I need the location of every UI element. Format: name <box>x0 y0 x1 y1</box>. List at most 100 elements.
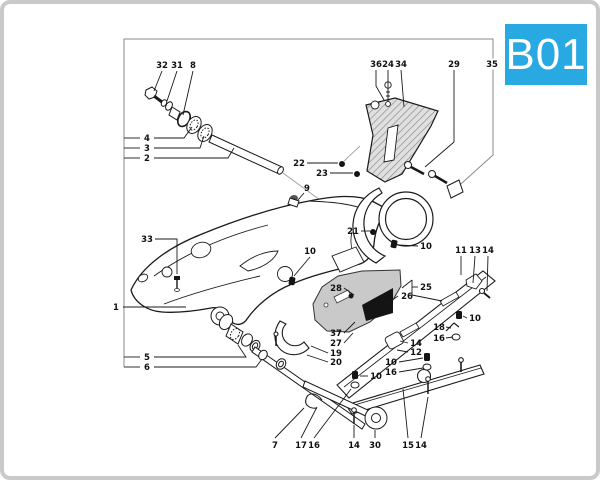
callout-label-24: 24 <box>382 60 394 70</box>
callout-label-14: 14 <box>415 441 427 451</box>
callout-23: 23 <box>316 169 353 179</box>
callout-26: 26 <box>383 292 413 307</box>
callout-33: 33 <box>141 235 178 274</box>
callout-label-18: 18 <box>433 323 445 333</box>
callout-label-2: 2 <box>144 154 150 164</box>
callout-label-36: 36 <box>370 60 382 70</box>
callout-label-16: 16 <box>308 441 320 451</box>
callout-label-19: 19 <box>330 349 342 359</box>
callout-label-35: 35 <box>486 60 498 70</box>
callout-10: 10 <box>397 242 432 252</box>
callout-10: 10 <box>293 247 316 277</box>
callout-10: 10 <box>462 314 481 324</box>
callout-label-37: 37 <box>330 329 342 339</box>
callout-10: 10 <box>360 372 382 382</box>
callout-17: 17 <box>295 406 318 451</box>
callout-7: 7 <box>272 407 305 451</box>
callout-label-13: 13 <box>469 246 481 256</box>
callout-label-21: 21 <box>347 227 359 237</box>
callout-label-16: 16 <box>385 368 397 378</box>
callout-25: 25 <box>401 279 443 302</box>
callout-label-9: 9 <box>304 184 310 194</box>
chain-guard-bracket <box>365 81 439 183</box>
callout-1: 1 <box>109 301 186 313</box>
bolts-29 <box>404 161 448 185</box>
callout-label-31: 31 <box>171 61 183 71</box>
callout-label-10: 10 <box>385 358 397 368</box>
callout-label-10: 10 <box>420 242 432 252</box>
callout-label-14: 14 <box>410 339 422 349</box>
callout-label-10: 10 <box>304 247 316 257</box>
guard-rail-15 <box>345 357 485 415</box>
callout-10: 10 <box>385 357 424 368</box>
callout-14: 14 <box>348 425 360 451</box>
callout-label-15: 15 <box>402 441 414 451</box>
callout-18: 18 <box>433 323 452 333</box>
callout-2: 2 <box>124 147 235 164</box>
callout-29: 29 <box>424 60 460 168</box>
callout-21: 21 <box>347 227 370 237</box>
callout-label-25: 25 <box>420 283 432 293</box>
callout-label-26: 26 <box>401 292 413 302</box>
linkage-bracket-19 <box>273 320 310 356</box>
exploded-parts-diagram: 3231836243429354323315622239211010282526… <box>109 38 499 451</box>
callout-label-12: 12 <box>410 348 422 358</box>
callout-label-14: 14 <box>482 246 494 256</box>
callout-label-4: 4 <box>144 134 150 144</box>
callout-label-1: 1 <box>113 303 119 313</box>
callout-label-3: 3 <box>144 144 150 154</box>
callout-label-34: 34 <box>395 60 407 70</box>
callout-16: 16 <box>385 367 424 378</box>
callout-label-33: 33 <box>141 235 153 245</box>
callout-6: 6 <box>124 358 263 373</box>
callout-label-11: 11 <box>455 246 467 256</box>
callout-15: 15 <box>402 388 414 451</box>
callout-8: 8 <box>182 61 196 116</box>
callout-label-14: 14 <box>348 441 360 451</box>
callout-label-17: 17 <box>295 441 307 451</box>
callout-13: 13 <box>469 246 481 284</box>
callout-30: 30 <box>369 430 381 451</box>
callout-14: 14 <box>415 396 429 451</box>
axle-assembly <box>144 86 321 201</box>
callout-16: 16 <box>308 388 352 451</box>
callout-14: 14 <box>482 246 494 292</box>
callout-20: 20 <box>306 354 342 368</box>
callout-11: 11 <box>455 246 467 275</box>
callout-37: 37 <box>330 321 356 339</box>
guard-rail-11 <box>336 270 496 399</box>
callout-label-28: 28 <box>330 284 342 294</box>
callout-label-32: 32 <box>156 61 168 71</box>
callout-label-10: 10 <box>370 372 382 382</box>
callout-9: 9 <box>297 184 310 201</box>
callout-label-30: 30 <box>369 441 381 451</box>
callout-32: 32 <box>153 61 168 92</box>
callout-22: 22 <box>293 159 338 169</box>
callout-35: 35 <box>485 58 499 70</box>
callout-4: 4 <box>124 126 193 144</box>
callout-28: 28 <box>330 284 355 296</box>
pivot-bearing-stack <box>218 314 261 353</box>
callout-27: 27 <box>330 332 354 349</box>
callout-31: 31 <box>166 61 183 102</box>
callout-label-16: 16 <box>433 334 445 344</box>
callout-label-23: 23 <box>316 169 328 179</box>
guard-plate-26 <box>312 269 402 333</box>
callout-label-10: 10 <box>469 314 481 324</box>
callout-label-8: 8 <box>190 61 196 71</box>
callout-3: 3 <box>124 135 205 154</box>
callout-5: 5 <box>124 344 247 363</box>
callout-label-22: 22 <box>293 159 305 169</box>
callout-24: 24 <box>382 60 394 92</box>
callout-34: 34 <box>395 60 407 108</box>
callout-label-20: 20 <box>330 358 342 368</box>
hub-ring-assembly <box>352 187 434 264</box>
model-code-badge: B01 <box>505 24 587 85</box>
callout-label-27: 27 <box>330 339 342 349</box>
callout-16: 16 <box>433 334 454 344</box>
plate-35 <box>446 179 464 199</box>
callout-14: 14 <box>399 339 422 349</box>
callout-label-6: 6 <box>144 363 150 373</box>
swingarm <box>130 195 388 326</box>
fasteners <box>174 145 462 424</box>
